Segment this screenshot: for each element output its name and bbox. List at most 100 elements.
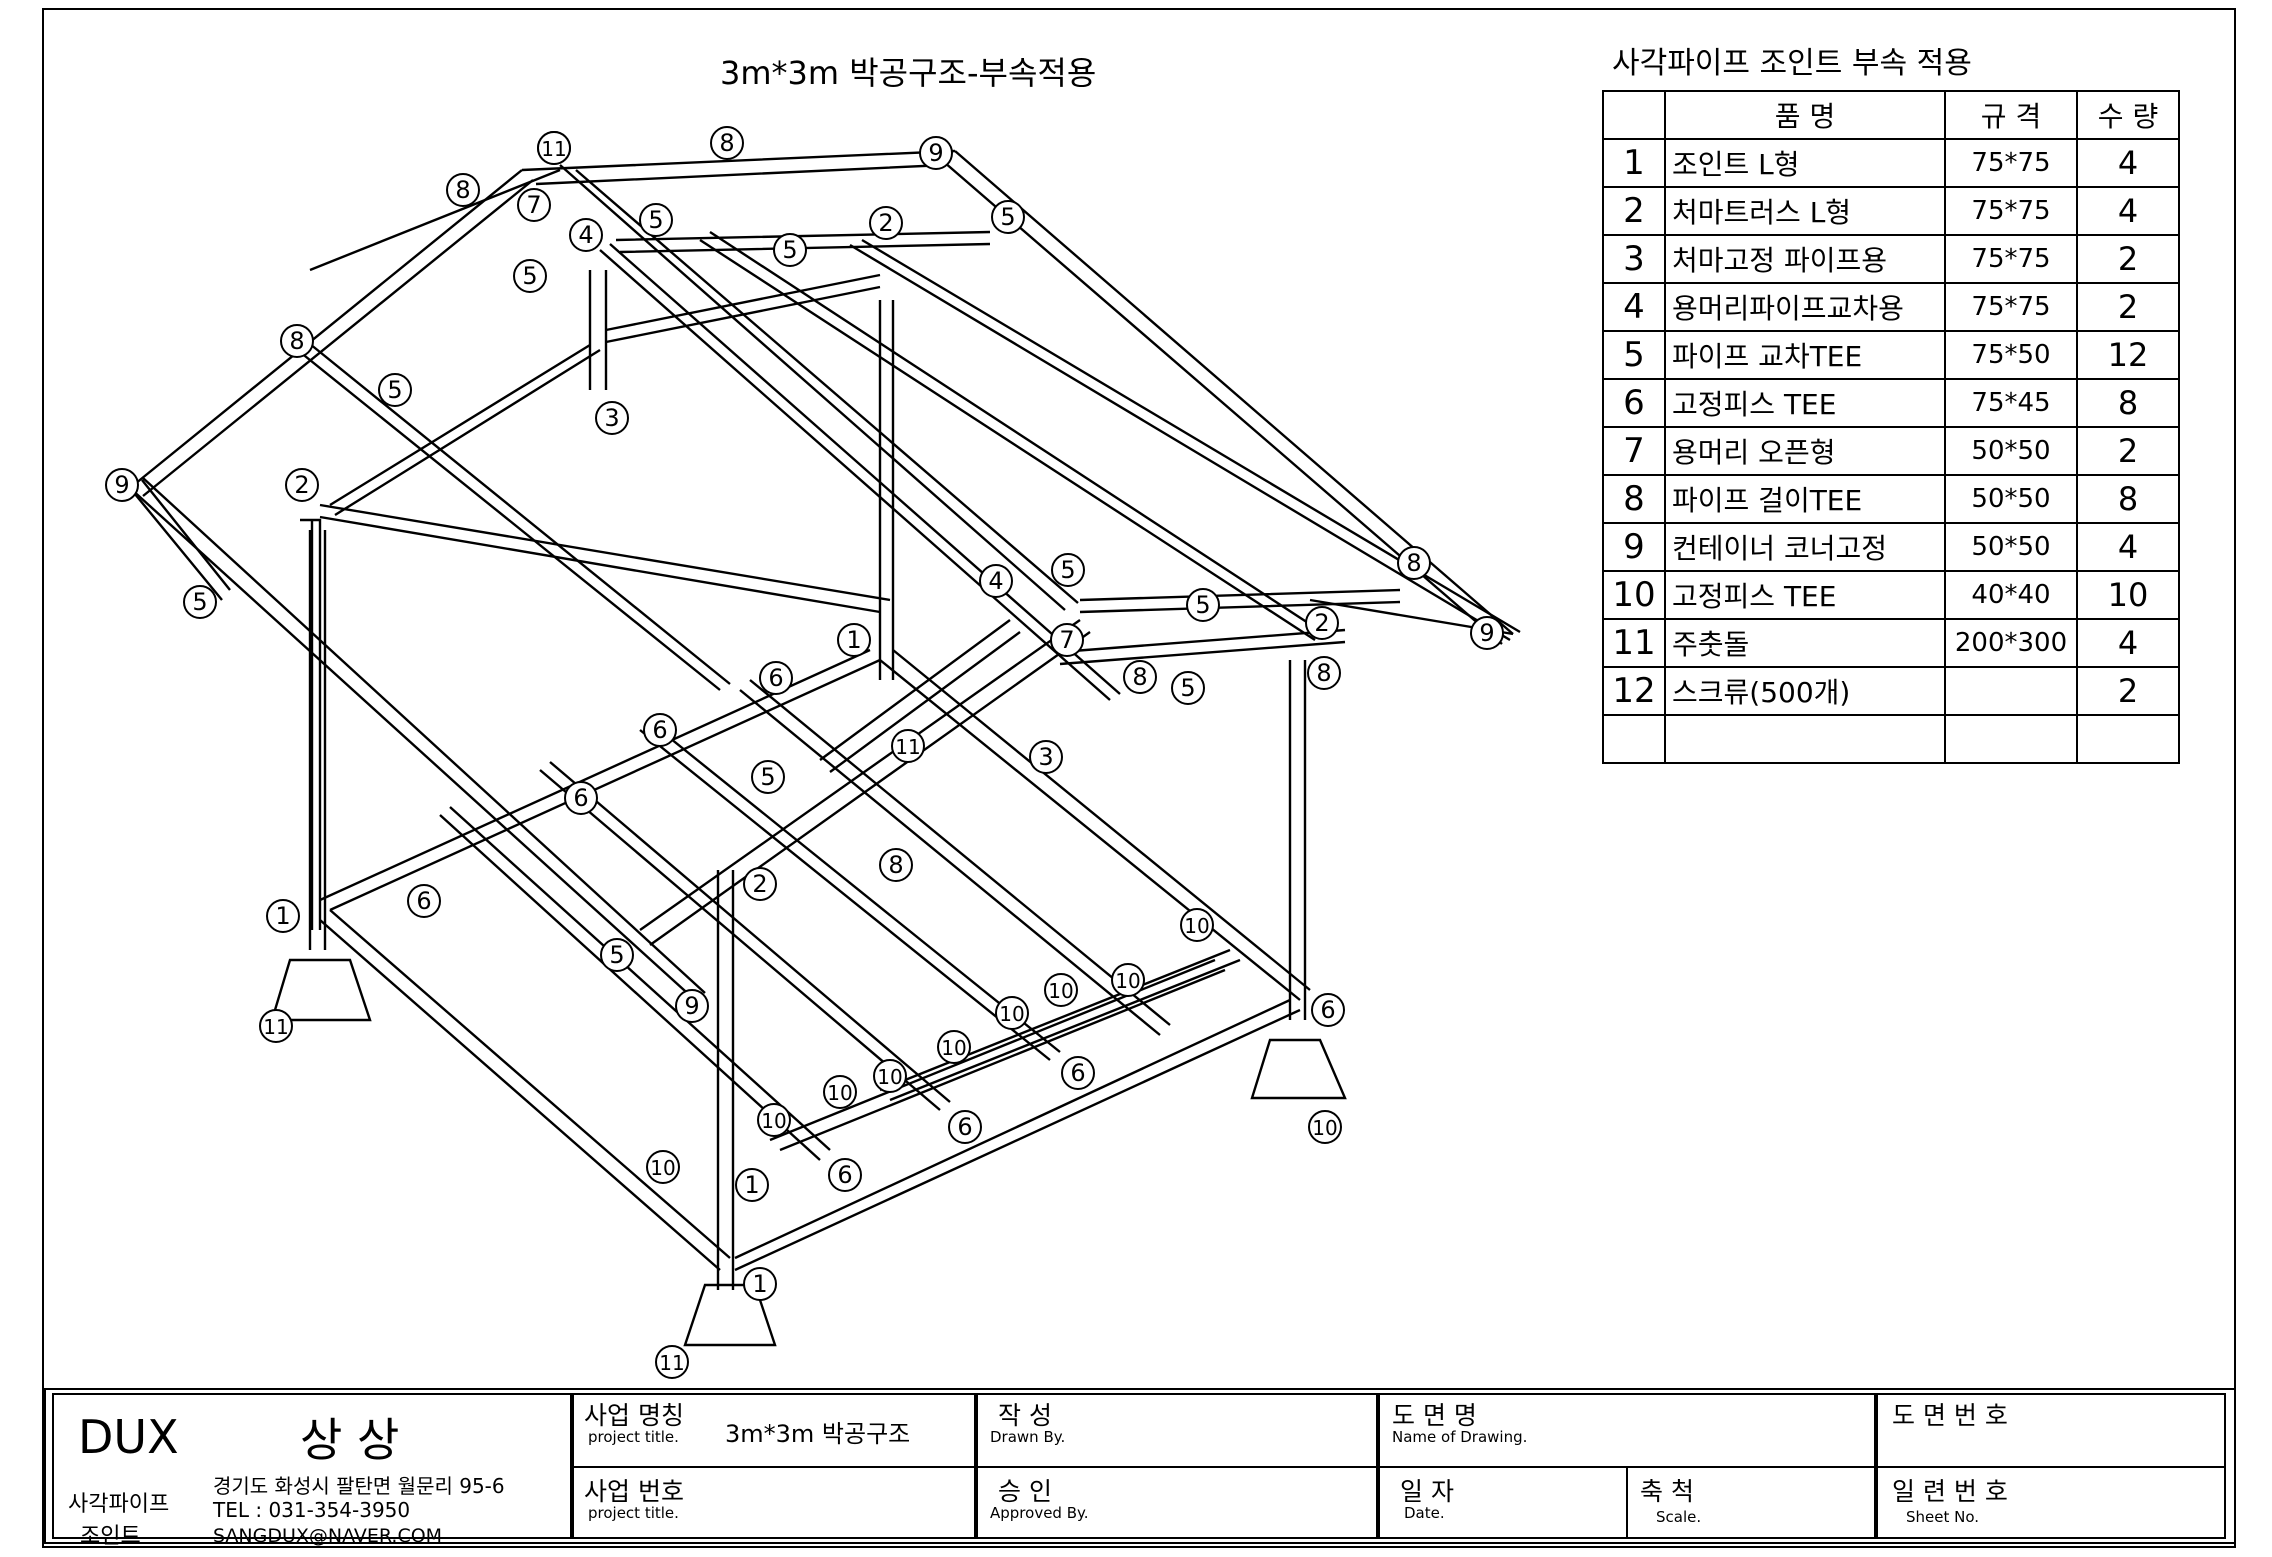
callout-balloon: 2 xyxy=(285,468,319,502)
callout-number: 8 xyxy=(888,851,903,879)
joist-1 xyxy=(439,806,831,1161)
callout-balloon: 5 xyxy=(639,203,673,237)
header-no xyxy=(1602,90,1666,140)
cross-joist-2 xyxy=(879,948,1241,1102)
callout-number: 5 xyxy=(387,376,402,404)
callout-balloon: 10 xyxy=(873,1059,907,1093)
callout-circle xyxy=(751,760,785,794)
callout-circle xyxy=(919,136,953,170)
scale-label: 축 척 xyxy=(1640,1477,1694,1506)
callout-number: 9 xyxy=(1479,619,1494,647)
callout-circle xyxy=(378,373,412,407)
company-address: 경기도 화성시 팔탄면 월문리 95-6 xyxy=(213,1474,505,1498)
callout-balloon: 6 xyxy=(643,713,677,747)
callout-circle xyxy=(1180,908,1214,942)
callout-balloon: 10 xyxy=(646,1150,680,1184)
callout-balloon: 7 xyxy=(1050,623,1084,657)
callout-circle xyxy=(259,1009,293,1043)
callout-balloon: 2 xyxy=(869,206,903,240)
callout-balloon: 5 xyxy=(1171,671,1205,705)
callout-number: 1 xyxy=(744,1171,759,1199)
drawn-label: 작 성 xyxy=(998,1401,1052,1430)
part-spec: 75*75 xyxy=(1944,186,2078,236)
callout-number: 11 xyxy=(263,1015,288,1039)
part-name: 용머리 오픈형 xyxy=(1664,426,1946,476)
part-spec: 75*75 xyxy=(1944,234,2078,284)
project-name-sub: project title. xyxy=(588,1428,679,1446)
callout-balloon: 8 xyxy=(446,173,480,207)
callout-number: 4 xyxy=(578,221,593,249)
part-name: 처마트러스 L형 xyxy=(1664,186,1946,236)
callout-number: 8 xyxy=(289,327,304,355)
post-front-left-upper xyxy=(300,518,322,930)
callout-circle xyxy=(995,996,1029,1030)
tb-drawn-divider xyxy=(976,1466,1378,1468)
callout-number: 9 xyxy=(114,471,129,499)
callout-balloon: 9 xyxy=(105,468,139,502)
project-no-label: 사업 번호 xyxy=(584,1477,684,1506)
callout-balloon: 2 xyxy=(743,867,777,901)
callout-number: 6 xyxy=(416,887,431,915)
purlin-right-1 xyxy=(699,230,1326,642)
part-no: 11 xyxy=(1602,618,1666,668)
parts-table-header: 품 명 규 격 수 량 xyxy=(1602,90,2180,140)
callout-number: 6 xyxy=(957,1113,972,1141)
callout-number: 4 xyxy=(988,567,1003,595)
callout-number: 5 xyxy=(1000,203,1015,231)
callout-circle xyxy=(743,1267,777,1301)
tie-beam-front xyxy=(1079,588,1401,614)
floor-front-right xyxy=(734,998,1301,1272)
tb-project-divider xyxy=(572,1466,976,1468)
part-spec: 75*45 xyxy=(1944,378,2078,428)
header-qty: 수 량 xyxy=(2076,90,2180,140)
callout-number: 11 xyxy=(895,735,920,759)
callout-circle xyxy=(1470,616,1504,650)
part-spec: 75*50 xyxy=(1944,330,2078,380)
beam-front-left xyxy=(319,503,891,614)
callout-circle xyxy=(869,206,903,240)
callout-number: 7 xyxy=(526,191,541,219)
callout-balloon: 1 xyxy=(743,1267,777,1301)
callout-balloon: 10 xyxy=(937,1030,971,1064)
callout-circle xyxy=(828,1158,862,1192)
callout-balloon: 6 xyxy=(564,781,598,815)
callout-number: 8 xyxy=(455,176,470,204)
purlin-left-1 xyxy=(299,343,731,691)
part-qty: 2 xyxy=(2076,666,2180,716)
callout-circle xyxy=(564,781,598,815)
tie-beam-eave xyxy=(1059,628,1346,666)
callout-number: 9 xyxy=(928,139,943,167)
callout-circle xyxy=(1397,546,1431,580)
part-name: 파이프 걸이TEE xyxy=(1664,474,1946,524)
callout-circle xyxy=(1186,588,1220,622)
callout-balloon: 1 xyxy=(266,899,300,933)
part-spec: 50*50 xyxy=(1944,474,2078,524)
part-spec: 40*40 xyxy=(1944,570,2078,620)
part-name: 컨테이너 코너고정 xyxy=(1664,522,1946,572)
callout-balloon: 11 xyxy=(891,729,925,763)
part-name: 용머리파이프교차용 xyxy=(1664,282,1946,332)
callout-number: 2 xyxy=(294,471,309,499)
part-name: 주춧돌 xyxy=(1664,618,1946,668)
callout-circle xyxy=(655,1345,689,1379)
callout-balloon: 6 xyxy=(828,1158,862,1192)
brace-1 xyxy=(639,619,1091,946)
callout-number: 10 xyxy=(761,1109,786,1133)
scale-sub: Scale. xyxy=(1656,1508,1702,1526)
callout-number: 8 xyxy=(1132,663,1147,691)
callout-balloon: 8 xyxy=(1307,656,1341,690)
callout-balloon: 11 xyxy=(655,1345,689,1379)
callout-number: 3 xyxy=(1038,743,1053,771)
callout-circle xyxy=(710,126,744,160)
date-label: 일 자 xyxy=(1400,1477,1454,1506)
part-spec xyxy=(1944,714,2078,764)
part-qty: 10 xyxy=(2076,570,2180,620)
callout-balloon: 11 xyxy=(259,1009,293,1043)
part-no: 2 xyxy=(1602,186,1666,236)
callout-balloon: 8 xyxy=(1397,546,1431,580)
callout-number: 5 xyxy=(609,941,624,969)
